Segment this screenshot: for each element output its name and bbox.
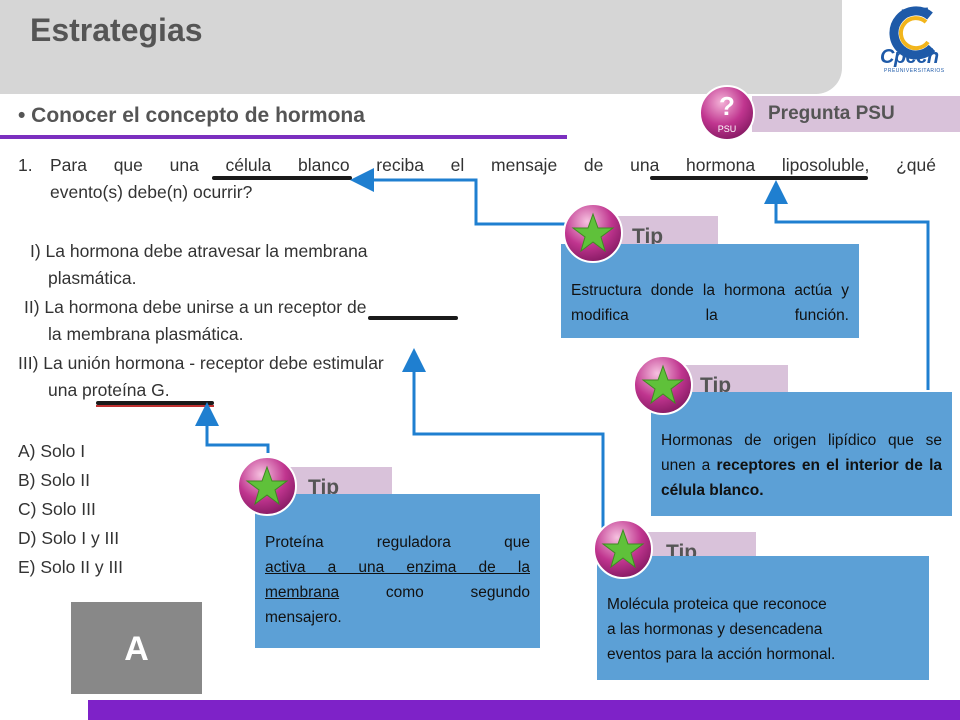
logo-subtext: PREUNIVERSITARIOS: [884, 68, 945, 74]
page-title: Estrategias: [30, 12, 203, 48]
footer-bar: [88, 700, 960, 720]
statement-3-line-1: III) La unión hormona - receptor debe es…: [18, 353, 384, 373]
psu-label: Pregunta PSU: [768, 103, 895, 124]
statement-1-line-2: plasmática.: [48, 268, 137, 288]
tip-1-text: Estructura donde la hormona actúa y modi…: [571, 282, 849, 324]
arrow-tip3-to-proteina: [195, 402, 270, 453]
star-icon: [563, 203, 623, 263]
tip-4-box: Molécula proteica que reconoce a las hor…: [597, 556, 929, 680]
tip-4-line-3: eventos para la acción hormonal.: [607, 646, 836, 663]
cpech-logo-icon: [889, 6, 936, 60]
tip-4-line-1: Molécula proteica que reconoce: [607, 596, 827, 613]
question-number: 1.: [18, 155, 33, 175]
psu-tab: [752, 96, 960, 132]
objective-subtitle: • Conocer el concepto de hormona: [18, 104, 365, 127]
tip-2-text-bold: receptores en el interior de la célula b…: [661, 457, 942, 499]
option-b[interactable]: B) Solo II: [18, 470, 90, 490]
question-line-1: Para que una célula blanco reciba el men…: [50, 155, 936, 175]
statement-1-line-1: I) La hormona debe atravesar la membrana: [30, 241, 368, 261]
question: 1. Para que una célula blanco reciba el …: [18, 152, 936, 206]
tip-2-box: Hormonas de origen lipídico que se unen …: [651, 392, 952, 516]
question-line-2: evento(s) debe(n) ocurrir?: [50, 182, 253, 202]
question-mark-icon: ? PSU: [699, 85, 755, 141]
statement-2-line-1: II) La hormona debe unirse a un receptor…: [24, 297, 367, 317]
tip-3-line-3-underlined: membrana: [265, 584, 340, 601]
underline-hormona-liposoluble: [650, 176, 868, 180]
answer-letter: A: [124, 630, 149, 668]
statement-2-line-2: la membrana plasmática.: [48, 324, 244, 344]
tip-3-line-3-rest: como segundo: [339, 584, 530, 601]
option-c[interactable]: C) Solo III: [18, 499, 96, 519]
underline-receptor: [368, 316, 458, 320]
tip-2-label: Tip: [700, 374, 732, 397]
option-a[interactable]: A) Solo I: [18, 441, 86, 461]
tip-3-label: Tip: [308, 476, 340, 499]
tip-3-box: Proteína reguladora que activa a una enz…: [255, 494, 540, 648]
tip-1-box: Estructura donde la hormona actúa y modi…: [561, 244, 859, 338]
tip-3-line-2: activa a una enzima de la: [265, 559, 530, 576]
answer-box: [71, 602, 202, 694]
tip-3-line-4: mensajero.: [265, 609, 342, 626]
tip-4-line-2: a las hormonas y desencadena: [607, 621, 823, 638]
subtitle-divider: [0, 135, 567, 139]
tip-2-text: Hormonas de origen lipídico que se unen …: [661, 432, 942, 474]
tip-3-line-1: Proteína reguladora que: [265, 534, 530, 551]
tip-1-label: Tip: [632, 225, 664, 248]
logo-text: Cpech: [880, 46, 939, 68]
psu-icon-glyph: ?: [719, 91, 735, 121]
option-e[interactable]: E) Solo II y III: [18, 557, 124, 577]
underline-proteina-g: [96, 401, 214, 405]
underline-proteina-g-red: [96, 405, 214, 407]
star-icon: [633, 355, 693, 415]
star-icon: [593, 519, 653, 579]
underline-celula-blanco: [212, 176, 352, 180]
psu-icon-caption: PSU: [718, 124, 737, 134]
title-bar: [0, 0, 842, 94]
statement-3-line-2: una proteína G.: [48, 380, 170, 400]
star-icon: [237, 456, 297, 516]
option-d[interactable]: D) Solo I y III: [18, 528, 120, 548]
